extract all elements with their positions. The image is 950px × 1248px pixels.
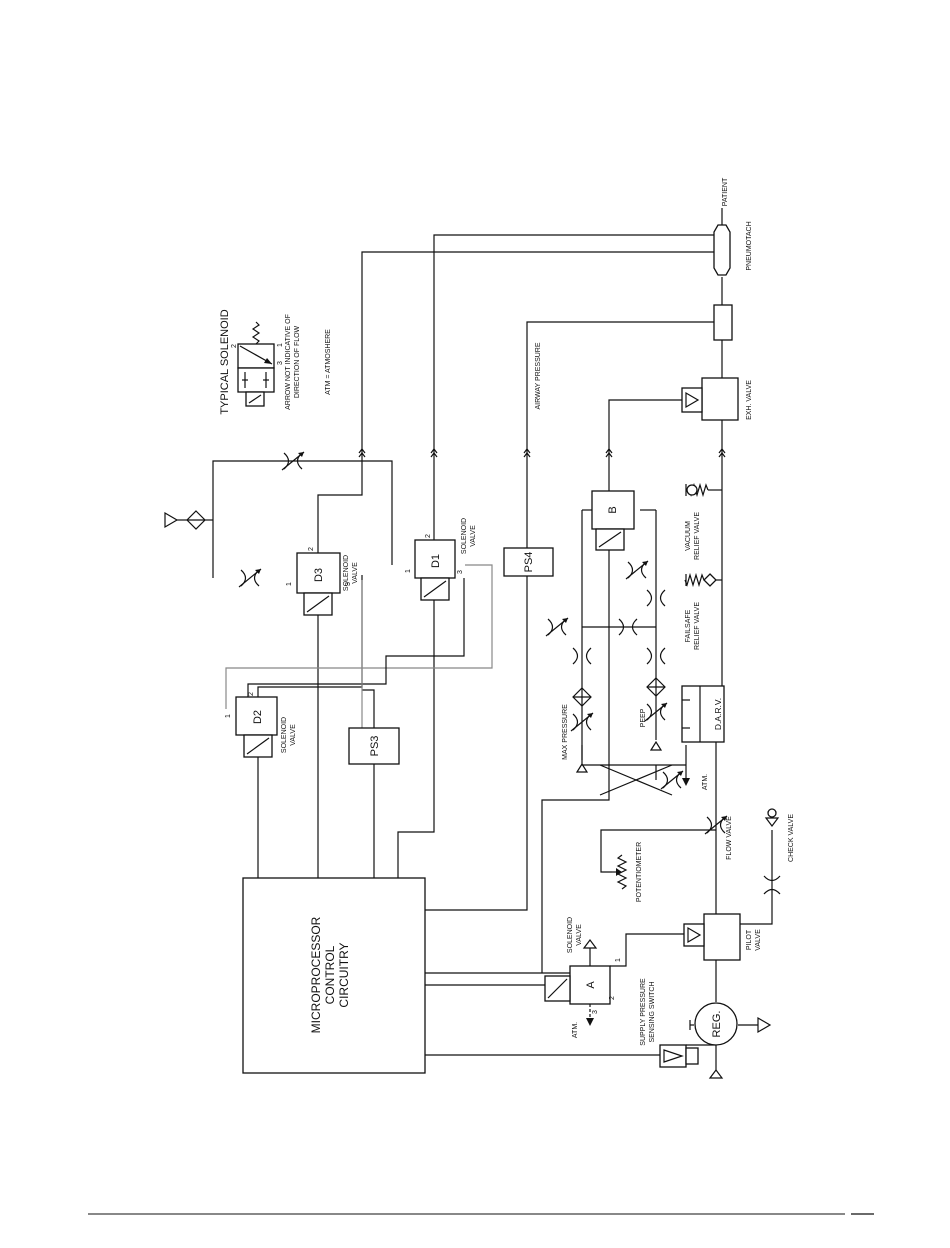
d3-port-3: 3 — [345, 582, 352, 586]
potentiometer-label: POTENTIOMETER — [636, 842, 643, 902]
vacuum-relief-valve: VACUUM RELIEF VALVE — [685, 482, 709, 560]
supply-filter-symbol — [164, 510, 213, 530]
pressure-switch-ps4: PS4 — [503, 547, 554, 577]
a-label: A — [585, 981, 597, 989]
microprocessor-label-2: CONTROL — [323, 945, 337, 1004]
atm-note: ATM = ATMOSHERE — [325, 329, 332, 395]
a-solenoid-text: SOLENOID — [567, 917, 574, 953]
d1-port-3: 3 — [457, 570, 464, 574]
failsafe-label-1: FAILSAFE — [685, 609, 692, 642]
b-label: B — [607, 506, 619, 513]
flow-valve-label: FLOW VALVE — [726, 816, 733, 860]
arrow-note-2: DIRECTION OF FLOW — [294, 325, 301, 398]
max-pressure-control: MAX PRESSURE — [562, 687, 594, 773]
microprocessor-control-circuitry: MICROPROCESSOR CONTROL CIRCUITRY — [242, 877, 426, 1074]
d1-port-2: 2 — [425, 534, 432, 538]
d3-label: D3 — [313, 568, 325, 582]
reg-label: REG. — [711, 1011, 723, 1038]
a-port-3: 3 — [592, 1010, 599, 1014]
airway-pressure-tap — [713, 304, 733, 341]
solenoid-valve-b: B — [591, 490, 635, 551]
pneumotach: PNEUMOTACH PATIENT — [713, 177, 753, 276]
legend-port-2: 2 — [231, 344, 238, 348]
d3-valve-text: VALVE — [352, 562, 359, 584]
check-valve: CHECK VALVE — [764, 808, 795, 862]
supply-switch-label-1: SUPPLY PRESSURE — [640, 978, 647, 1046]
legend-port-3: 3 — [277, 361, 284, 365]
airway-pressure-label: AIRWAY PRESSURE — [535, 342, 542, 409]
d2-label: D2 — [252, 710, 264, 724]
pilot-valve: PILOT VALVE — [683, 913, 762, 961]
solenoid-valve-a: A 1 2 3 SOLENOID VALVE ATM. — [544, 917, 622, 1038]
d1-solenoid-text: SOLENOID — [461, 518, 468, 554]
d3-port-1: 1 — [286, 582, 293, 586]
solenoid-valve-d1: D1 1 2 3 SOLENOID VALVE — [405, 518, 477, 601]
regulator: REG. — [694, 1002, 772, 1079]
d2-solenoid-text: SOLENOID — [281, 717, 288, 753]
pneumatic-lines — [212, 234, 773, 1070]
failsafe-label-2: RELIEF VALVE — [694, 602, 701, 650]
peep-label: PEEP — [640, 708, 647, 727]
a-port-1: 1 — [615, 958, 622, 962]
typical-solenoid-legend: TYPICAL SOLENOID 2 1 3 ARROW NOT INDICAT… — [219, 309, 332, 414]
d1-port-1: 1 — [405, 569, 412, 573]
patient-label: PATIENT — [722, 177, 729, 206]
check-valve-label: CHECK VALVE — [788, 814, 795, 862]
pneumotach-label: PNEUMOTACH — [746, 221, 753, 270]
d2-port-2: 2 — [248, 692, 255, 696]
quick-connects — [358, 448, 726, 458]
pilot-label-1: PILOT — [746, 929, 753, 950]
solenoid-valve-d3: D3 1 2 3 SOLENOID VALVE — [286, 547, 359, 616]
microprocessor-label-1: MICROPROCESSOR — [309, 916, 323, 1033]
supply-switch-label-2: SENSING SWITCH — [649, 981, 656, 1042]
d2-port-1: 1 — [225, 714, 232, 718]
max-pressure-label: MAX PRESSURE — [562, 704, 569, 760]
ps4-label: PS4 — [523, 552, 535, 573]
a-atm-label: ATM. — [572, 1022, 579, 1038]
vacuum-label-2: RELIEF VALVE — [694, 512, 701, 560]
microprocessor-label-3: CIRCUITRY — [337, 942, 351, 1007]
exh-valve-label: EXH. VALVE — [746, 380, 753, 420]
d1-valve-text: VALVE — [470, 525, 477, 547]
a-valve-text: VALVE — [576, 924, 583, 946]
exhalation-valve: EXH. VALVE — [681, 377, 753, 421]
darv-atm-label: ATM. — [702, 774, 709, 790]
pressure-switch-ps3: PS3 — [348, 727, 400, 765]
darv-label: D.A.R.V. — [713, 698, 723, 730]
typical-solenoid-title: TYPICAL SOLENOID — [219, 309, 231, 414]
arrow-note-1: ARROW NOT INDICATIVE OF — [285, 314, 292, 410]
vacuum-label-1: VACUUM — [685, 521, 692, 551]
d3-port-2: 2 — [308, 547, 315, 551]
d1-label: D1 — [430, 554, 442, 568]
supply-pressure-sensing-switch: SUPPLY PRESSURE SENSING SWITCH — [640, 978, 699, 1068]
a-port-2: 2 — [609, 996, 616, 1000]
ps3-label: PS3 — [369, 736, 381, 757]
pilot-label-2: VALVE — [755, 929, 762, 951]
d2-valve-text: VALVE — [290, 724, 297, 746]
potentiometer: POTENTIOMETER — [612, 842, 643, 902]
peep-control: PEEP — [640, 677, 668, 751]
solenoid-valve-d2: D2 1 2 SOLENOID VALVE — [225, 692, 297, 758]
legend-port-1: 1 — [277, 343, 284, 347]
d3-solenoid-text: SOLENOID — [343, 555, 350, 591]
failsafe-relief-valve: FAILSAFE RELIEF VALVE — [684, 572, 717, 650]
darv-valve: D.A.R.V. ATM. — [681, 685, 725, 790]
